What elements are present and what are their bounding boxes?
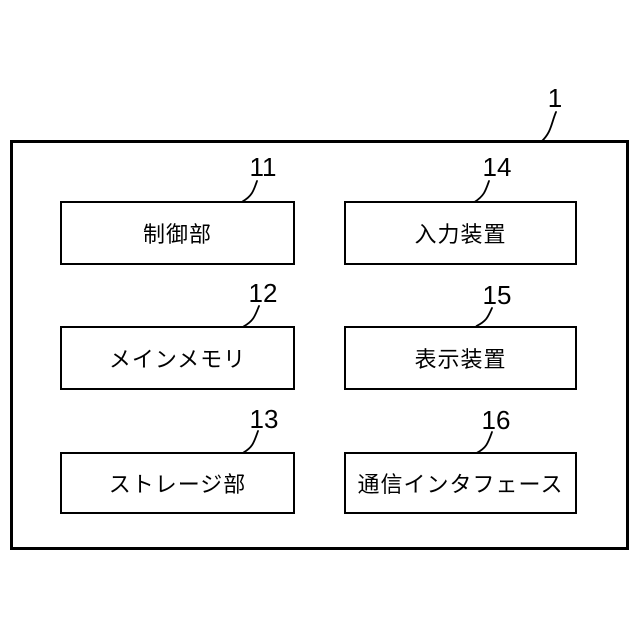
- ref-label-13: 13: [249, 404, 279, 434]
- ref-label-11: 11: [249, 152, 277, 182]
- unit-box-main-memory: メインメモリ: [60, 326, 295, 390]
- unit-label-display-device: 表示装置: [414, 347, 507, 372]
- unit-label-storage: ストレージ部: [108, 472, 247, 497]
- unit-box-input-device: 入力装置: [344, 201, 577, 265]
- unit-box-display-device: 表示装置: [344, 326, 577, 390]
- ref-label-15: 15: [482, 280, 512, 310]
- unit-box-storage: ストレージ部: [60, 452, 295, 514]
- ref-label-outer: 1: [547, 83, 563, 113]
- unit-label-main-memory: メインメモリ: [108, 347, 247, 372]
- system-outer-box: [10, 140, 629, 550]
- unit-label-input-device: 入力装置: [414, 222, 507, 247]
- ref-label-14: 14: [482, 152, 512, 182]
- unit-label-communication-interface: 通信インタフェース: [357, 472, 564, 497]
- ref-label-16: 16: [481, 405, 511, 435]
- unit-box-control: 制御部: [60, 201, 295, 265]
- unit-box-communication-interface: 通信インタフェース: [344, 452, 577, 514]
- leader-line-1: [540, 111, 557, 143]
- unit-label-control: 制御部: [142, 222, 212, 247]
- ref-label-12: 12: [248, 278, 278, 308]
